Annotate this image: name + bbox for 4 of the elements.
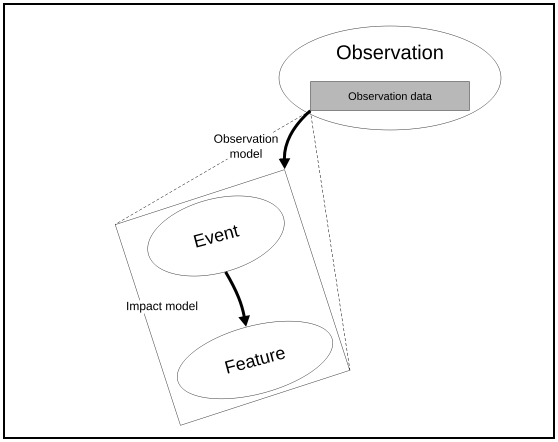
edge-label: Observation model [212, 133, 280, 159]
data-box: Observation data [310, 81, 470, 111]
projection-line [310, 110, 350, 371]
edge-label: Impact model [125, 300, 200, 314]
